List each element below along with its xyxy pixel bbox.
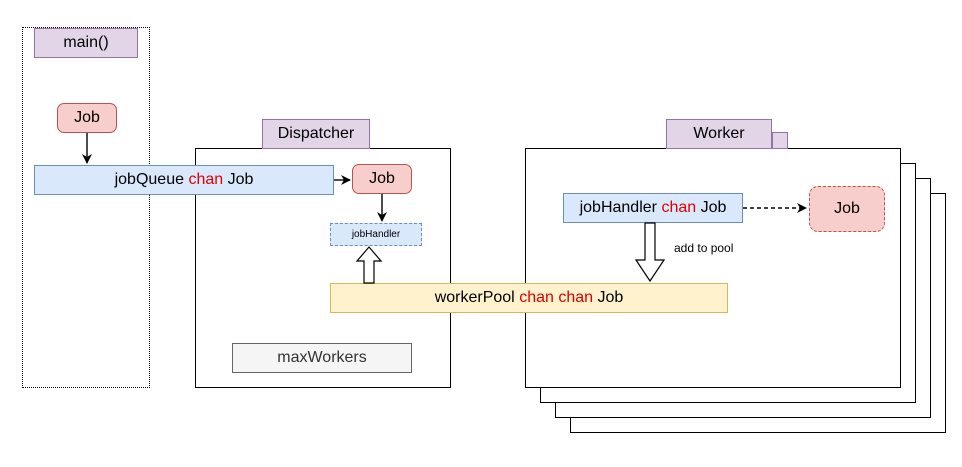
add-to-pool-label: add to pool <box>674 241 734 255</box>
worker-label: Worker <box>666 119 772 149</box>
worker-job-handler: jobHandler chan Job <box>563 193 743 223</box>
arrow-add-to-pool-hollow <box>634 222 666 283</box>
main-job-node: Job <box>57 103 117 133</box>
dispatcher-job-handler: jobHandler <box>330 223 422 246</box>
worker-tab-shadow <box>772 132 788 149</box>
job-queue-bar: jobQueue chan Job <box>34 165 334 195</box>
max-workers-node: maxWorkers <box>232 343 412 373</box>
main-label: main() <box>34 28 138 58</box>
arrow-pool-to-handler-hollow <box>355 246 383 284</box>
dispatcher-job-node: Job <box>352 164 412 194</box>
main-container <box>22 27 150 388</box>
worker-job-node: Job <box>809 186 885 232</box>
dispatcher-label: Dispatcher <box>262 119 370 149</box>
worker-pool-bar: workerPool chan chan Job <box>330 283 728 313</box>
